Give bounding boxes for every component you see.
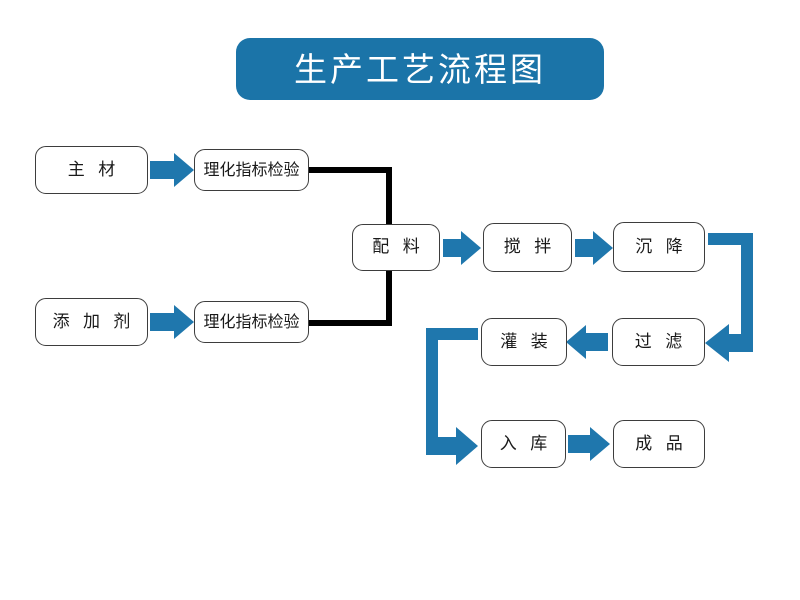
node-label-main-material: 主 材 bbox=[67, 159, 120, 180]
node-label-finished-product: 成 品 bbox=[635, 433, 687, 454]
elbow-filling-to-warehousing bbox=[426, 328, 478, 465]
node-label-inspection-main: 理化指标检验 bbox=[203, 160, 300, 179]
arrow-stirring-to-settling bbox=[575, 231, 613, 265]
node-warehousing[interactable]: 入 库 bbox=[481, 420, 566, 468]
node-label-settling: 沉 降 bbox=[635, 236, 687, 257]
chart-title-banner: 生产工艺流程图 bbox=[236, 38, 604, 100]
node-batching[interactable]: 配 料 bbox=[352, 224, 440, 271]
node-stirring[interactable]: 搅 拌 bbox=[483, 223, 572, 272]
node-inspection-main[interactable]: 理化指标检验 bbox=[194, 149, 309, 191]
arrow-filtering-to-filling bbox=[566, 325, 608, 359]
node-filling[interactable]: 灌 装 bbox=[481, 318, 567, 366]
arrow-additive-to-inspection bbox=[150, 305, 194, 339]
node-label-filtering: 过 滤 bbox=[634, 331, 687, 352]
node-main-material[interactable]: 主 材 bbox=[35, 146, 148, 194]
elbow-settling-to-filtering bbox=[705, 233, 753, 362]
node-label-filling: 灌 装 bbox=[500, 331, 552, 352]
node-label-inspection-additive: 理化指标检验 bbox=[203, 312, 300, 331]
arrow-main-material-to-inspection bbox=[150, 153, 194, 187]
node-filtering[interactable]: 过 滤 bbox=[612, 318, 705, 366]
node-additive[interactable]: 添 加 剂 bbox=[35, 298, 148, 346]
node-label-warehousing: 入 库 bbox=[499, 433, 552, 454]
connector-inspection-main-to-batching-horizontal bbox=[308, 167, 392, 173]
node-settling[interactable]: 沉 降 bbox=[613, 222, 705, 272]
connector-inspection-additive-to-batching-horizontal bbox=[308, 320, 392, 326]
node-finished-product[interactable]: 成 品 bbox=[613, 420, 705, 468]
connector-inspection-additive-to-batching-vertical bbox=[386, 258, 392, 326]
node-inspection-additive[interactable]: 理化指标检验 bbox=[194, 301, 309, 343]
node-label-additive: 添 加 剂 bbox=[52, 311, 135, 332]
arrow-warehousing-to-finished-product bbox=[568, 427, 610, 461]
arrow-batching-to-stirring bbox=[443, 231, 481, 265]
node-label-stirring: 搅 拌 bbox=[503, 237, 556, 257]
connector-inspection-main-to-batching-vertical bbox=[386, 167, 392, 237]
page-title: 生产工艺流程图 bbox=[294, 49, 546, 89]
node-label-batching: 配 料 bbox=[372, 237, 424, 257]
